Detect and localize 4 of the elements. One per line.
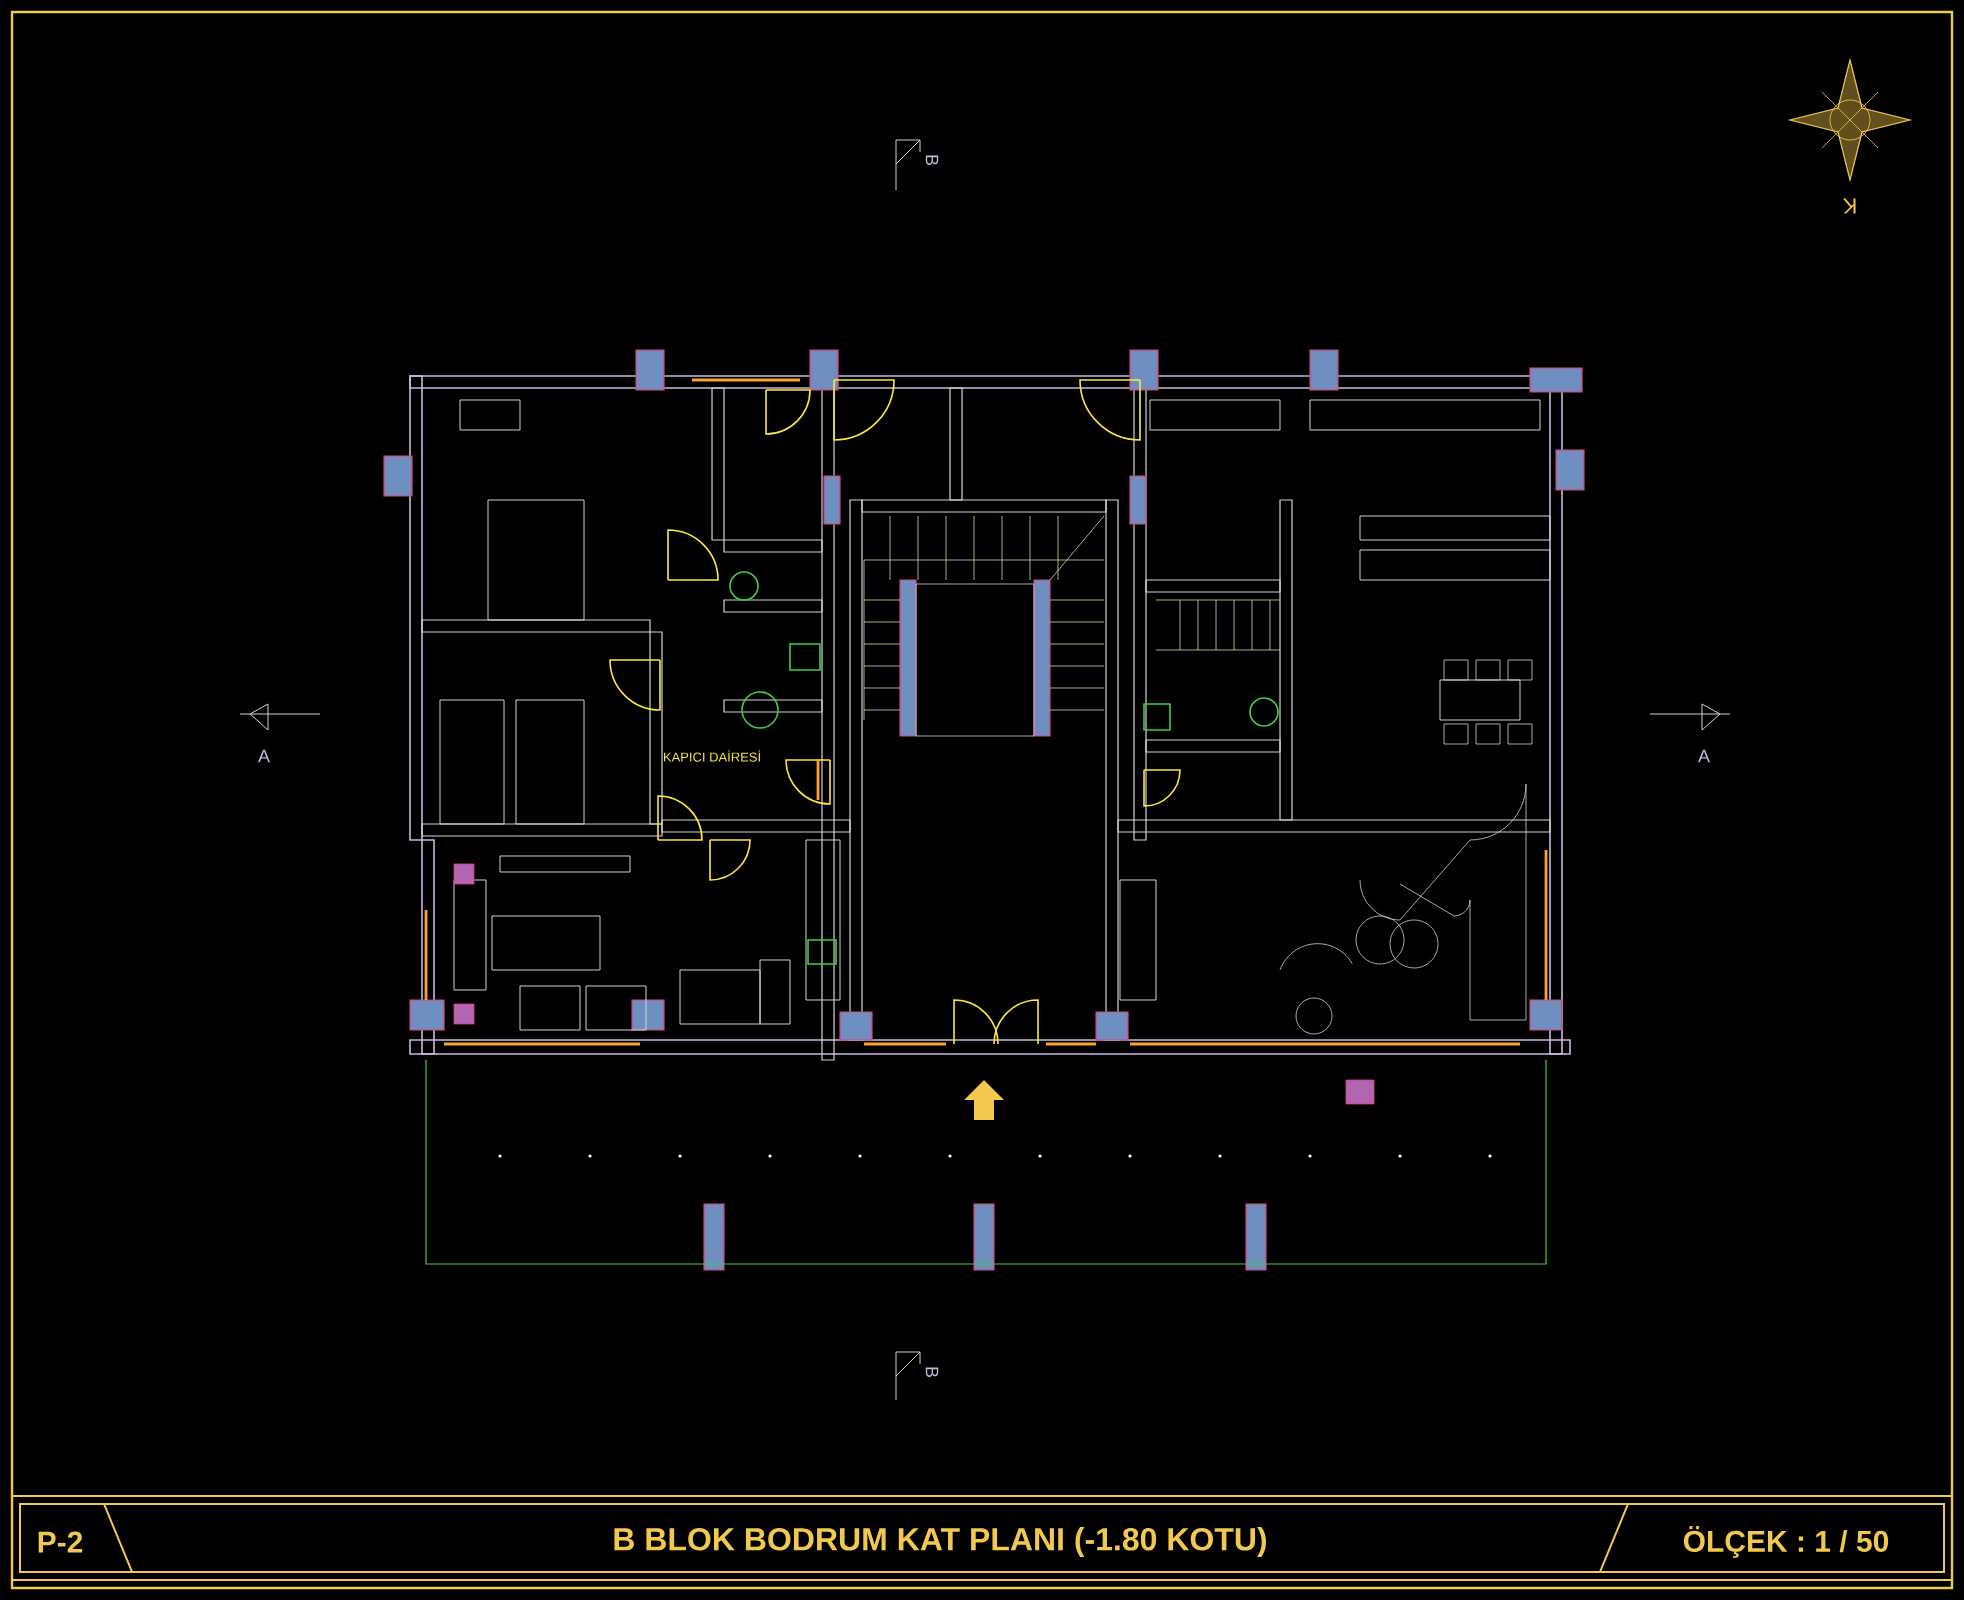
sheet-number: P-2 [38, 1531, 83, 1553]
scale-label: ÖLÇEK : 1 / 50 [1683, 1526, 1889, 1558]
north-letter: K [1842, 198, 1856, 214]
drawing-title: B BLOK BODRUM KAT PLANI (-1.80 KOTU) [614, 1527, 1267, 1557]
